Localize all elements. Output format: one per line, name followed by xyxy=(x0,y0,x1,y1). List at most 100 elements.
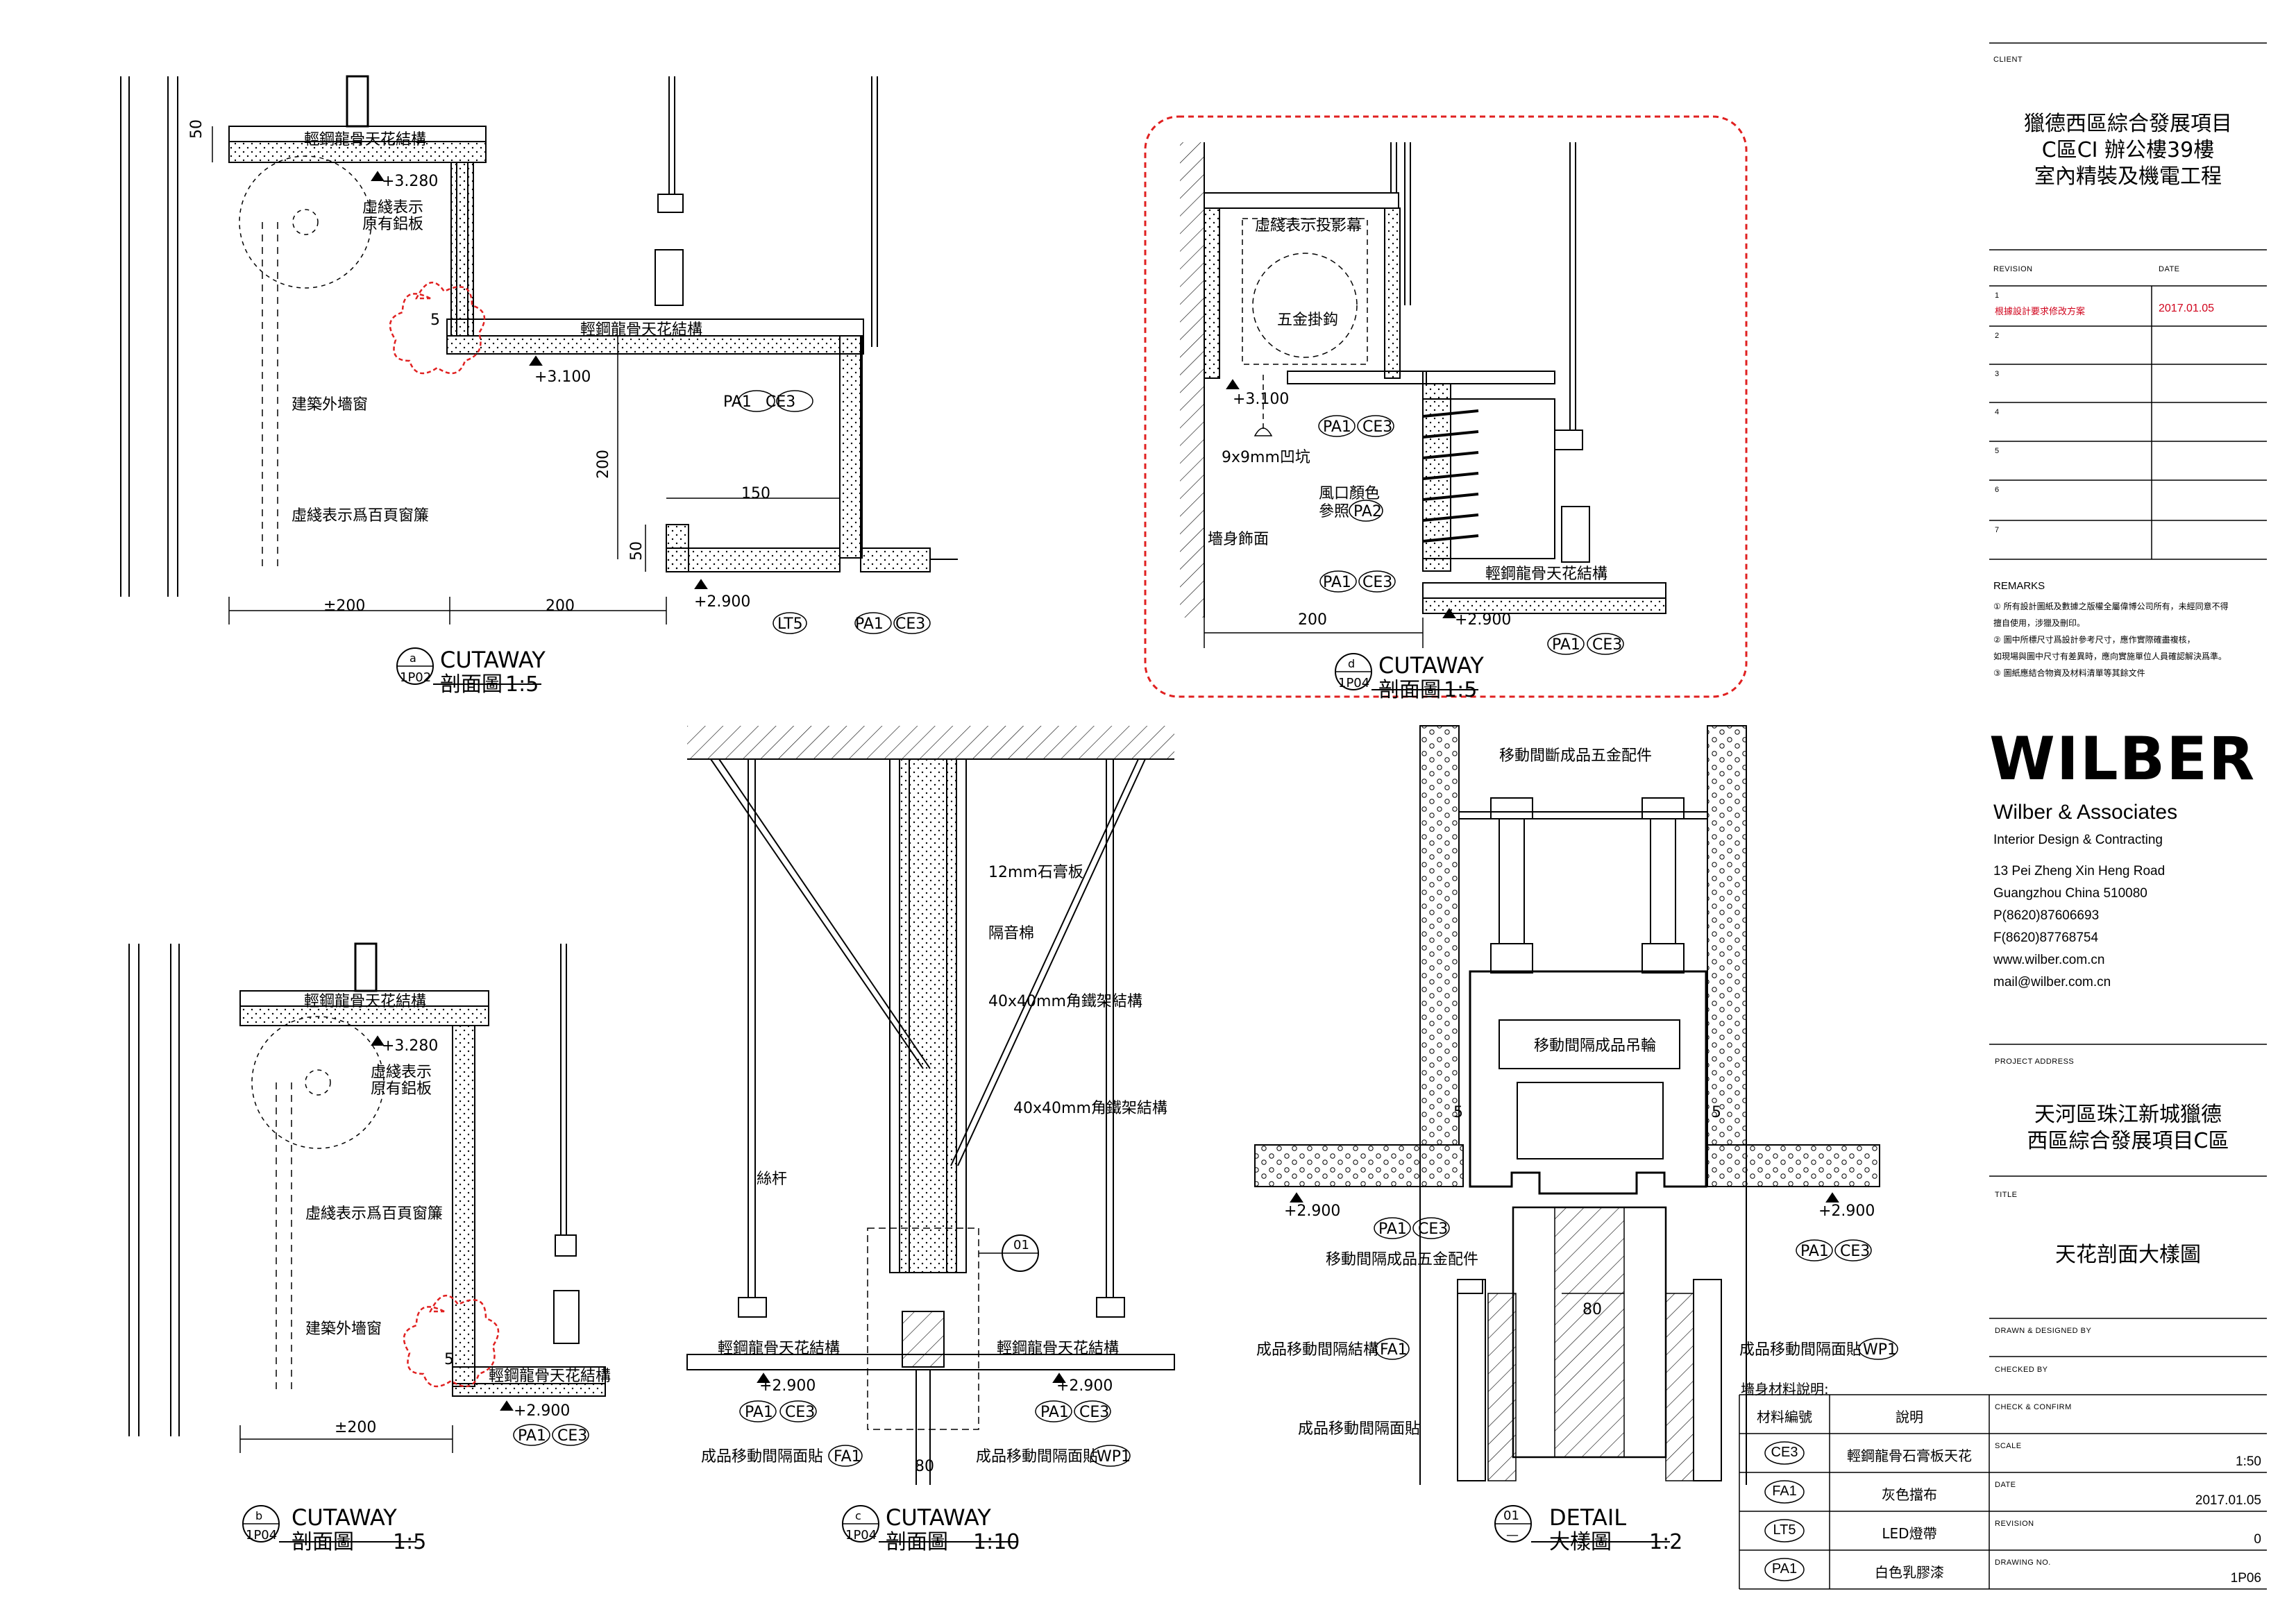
svg-text:1:5: 1:5 xyxy=(393,1530,426,1554)
revision-desc: 根據設計要求修改方案 xyxy=(1995,306,2086,316)
company-name: Wilber & Associates xyxy=(1993,801,2178,824)
svg-text:CE3: CE3 xyxy=(1418,1221,1448,1238)
svg-text:1P04: 1P04 xyxy=(845,1528,877,1543)
client-label: CLIENT xyxy=(1993,56,2023,64)
legend-desc: 灰色擋布 xyxy=(1882,1486,1937,1503)
svg-text:+3.280: +3.280 xyxy=(382,1037,438,1055)
legend-col-code: 材料編號 xyxy=(1757,1409,1812,1425)
svg-text:5: 5 xyxy=(1712,1104,1721,1121)
remark-line: ② 圖中所標尺寸爲設計參考尺寸，應作實際確盡複核， xyxy=(1993,635,2195,645)
svg-text:剖面圖: 剖面圖 xyxy=(886,1530,948,1554)
remark-line: 擅自使用，涉獵及刪印。 xyxy=(1993,618,2086,628)
remark-line: 如現場與圖中尺寸有差異時，應向實施單位人員確認解決爲準。 xyxy=(1993,652,2227,661)
svg-text:a: a xyxy=(410,652,416,665)
svg-text:d: d xyxy=(1348,657,1355,670)
drawing-title: 天花剖面大樣圖 xyxy=(2055,1243,2201,1267)
svg-text:PA1: PA1 xyxy=(1323,574,1351,591)
svg-text:WP1: WP1 xyxy=(1863,1341,1897,1359)
remarks-label: REMARKS xyxy=(1993,580,2045,592)
revision-no: 6 xyxy=(1995,486,2000,494)
svg-text:PA1: PA1 xyxy=(855,615,884,633)
company-address: 13 Pei Zheng Xin Heng Road Guangzhou Chi… xyxy=(1993,860,2165,994)
svg-text:剖面圖: 剖面圖 xyxy=(440,672,503,697)
svg-text:CE3: CE3 xyxy=(1362,574,1392,591)
svg-text:原有鋁板: 原有鋁板 xyxy=(371,1080,432,1098)
view-c xyxy=(686,726,1175,1543)
svg-text:40x40mm角鐵架結構: 40x40mm角鐵架結構 xyxy=(988,993,1142,1010)
svg-text:150: 150 xyxy=(741,485,770,502)
svg-text:墻身飾面: 墻身飾面 xyxy=(1208,531,1269,548)
svg-text:CUTAWAY: CUTAWAY xyxy=(1378,652,1484,679)
project-address-line: 天河區珠江新城獵德 xyxy=(2034,1103,2222,1127)
svg-text:虛綫表示爲百頁窗簾: 虛綫表示爲百頁窗簾 xyxy=(305,1205,443,1223)
svg-text:虛綫表示投影幕: 虛綫表示投影幕 xyxy=(1255,217,1362,235)
website-link[interactable]: www.wilber.com.cn xyxy=(1993,953,2105,967)
company-logo: WILBER xyxy=(1989,724,2256,794)
svg-text:FA1: FA1 xyxy=(834,1448,861,1465)
svg-text:80: 80 xyxy=(915,1458,934,1475)
legend-desc: LED燈帶 xyxy=(1882,1525,1937,1542)
email-link[interactable]: mail@wilber.com.cn xyxy=(1993,975,2111,989)
svg-text:原有鋁板: 原有鋁板 xyxy=(362,216,423,233)
revision-no: 3 xyxy=(1995,370,2000,378)
svg-text:CE3: CE3 xyxy=(766,393,795,411)
svg-text:DETAIL: DETAIL xyxy=(1549,1504,1626,1531)
svg-text:輕鋼龍骨天花結構: 輕鋼龍骨天花結構 xyxy=(997,1340,1119,1357)
revision-no: 4 xyxy=(1995,408,2000,416)
svg-text:CE3: CE3 xyxy=(1592,636,1622,654)
client-line-3: 室內精裝及機電工程 xyxy=(2034,164,2222,189)
svg-text:b: b xyxy=(255,1509,262,1522)
svg-text:PA1: PA1 xyxy=(1800,1243,1829,1260)
svg-text:+2.900: +2.900 xyxy=(759,1377,816,1395)
svg-text:±200: ±200 xyxy=(323,597,365,615)
svg-text:PA1: PA1 xyxy=(1378,1221,1407,1238)
svg-text:—: — xyxy=(1506,1528,1519,1543)
svg-text:虛綫表示: 虛綫表示 xyxy=(371,1064,432,1081)
svg-text:隔音棉: 隔音棉 xyxy=(988,925,1034,942)
svg-text:輕鋼龍骨天花結構: 輕鋼龍骨天花結構 xyxy=(580,321,702,339)
svg-text:大樣圖: 大樣圖 xyxy=(1549,1530,1612,1554)
svg-text:+2.900: +2.900 xyxy=(694,593,750,611)
date-label: DATE xyxy=(2159,265,2180,273)
project-address-label: PROJECT ADDRESS xyxy=(1995,1057,2075,1066)
checked-label: CHECKED BY xyxy=(1995,1366,2048,1374)
svg-text:五金掛鈎: 五金掛鈎 xyxy=(1277,312,1338,329)
legend-col-desc: 說明 xyxy=(1896,1409,1923,1425)
svg-text:+2.900: +2.900 xyxy=(1818,1203,1875,1220)
title-block-frame xyxy=(1739,42,2267,1590)
svg-text:200: 200 xyxy=(595,450,612,479)
revision-date: 2017.01.05 xyxy=(2159,303,2215,314)
view-c-text: 12mm石膏板 隔音棉 40x40mm角鐵架結構 40x40mm角鐵架結構 絲杆… xyxy=(701,864,1167,1554)
view-a-text: 輕鋼龍骨天花結構 +3.280 虛綫表示 原有鋁板 輕鋼龍骨天花結構 5 +3.… xyxy=(188,119,925,697)
svg-text:+3.280: +3.280 xyxy=(382,173,438,190)
svg-text:80: 80 xyxy=(1582,1301,1602,1318)
revision-no: 7 xyxy=(1995,526,2000,534)
svg-text:CE3: CE3 xyxy=(1079,1404,1109,1421)
svg-text:虛綫表示: 虛綫表示 xyxy=(362,199,423,216)
project-address-line: 西區綜合發展項目C區 xyxy=(2027,1129,2229,1153)
svg-text:1P04: 1P04 xyxy=(246,1528,277,1543)
svg-text:+2.900: +2.900 xyxy=(1455,611,1511,629)
svg-text:+2.900: +2.900 xyxy=(1284,1203,1340,1220)
svg-text:1:2: 1:2 xyxy=(1649,1530,1682,1554)
revision-no: 1 xyxy=(1995,291,2000,300)
svg-text:移動間隔成品五金配件: 移動間隔成品五金配件 xyxy=(1326,1251,1478,1268)
legend-code: CE3 xyxy=(1771,1445,1798,1460)
client-name: 獵德西區綜合發展項目 C區CI 辦公樓39樓 室內精裝及機電工程 xyxy=(1989,111,2267,190)
date-value: 2017.01.05 xyxy=(2195,1493,2261,1508)
svg-text:±200: ±200 xyxy=(335,1419,376,1436)
project-address: 天河區珠江新城獵德 西區綜合發展項目C區 xyxy=(1989,1102,2267,1155)
svg-text:5: 5 xyxy=(1453,1104,1463,1121)
svg-text:01: 01 xyxy=(1013,1238,1029,1252)
svg-text:CE3: CE3 xyxy=(785,1404,815,1421)
revision-no: 5 xyxy=(1995,447,2000,455)
phone: P(8620)87606693 xyxy=(1993,908,2100,923)
client-line-1: 獵德西區綜合發展項目 xyxy=(2024,112,2232,136)
svg-text:成品移動間隔面貼: 成品移動間隔面貼 xyxy=(1298,1420,1420,1438)
svg-text:建築外墻窗: 建築外墻窗 xyxy=(292,396,368,414)
view-detail xyxy=(1254,725,1898,1543)
svg-text:移動間斷成品五金配件: 移動間斷成品五金配件 xyxy=(1499,747,1652,765)
svg-text:LT5: LT5 xyxy=(777,615,803,633)
svg-text:5: 5 xyxy=(444,1351,454,1368)
svg-text:參照: 參照 xyxy=(1319,503,1349,520)
